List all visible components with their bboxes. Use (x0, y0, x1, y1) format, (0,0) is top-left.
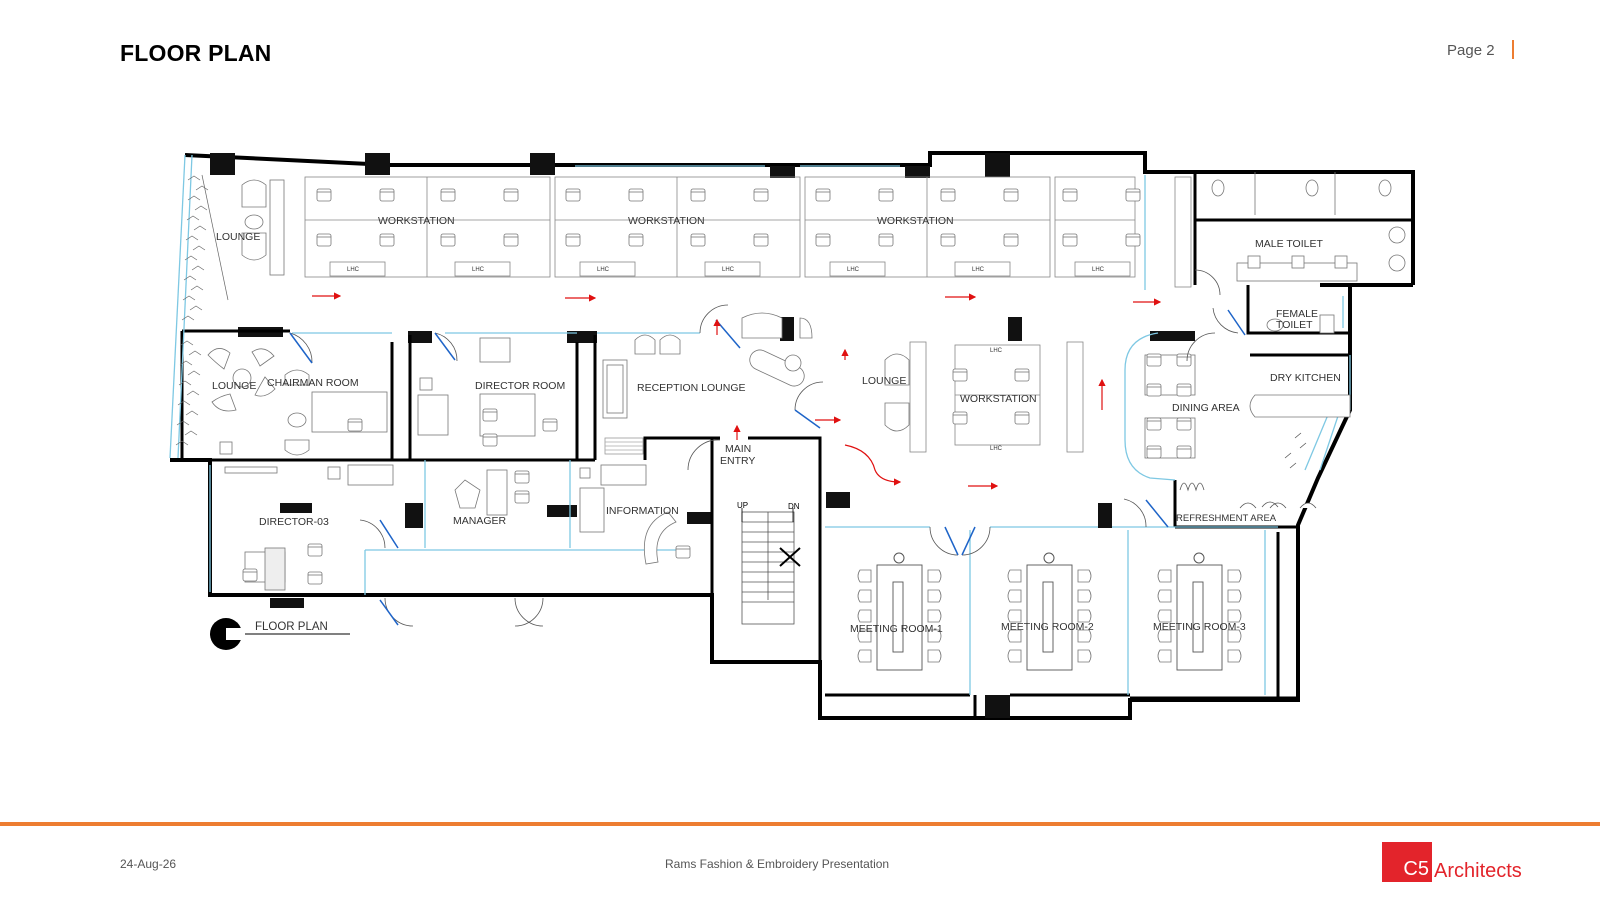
label-director-room: DIRECTOR ROOM (475, 380, 565, 392)
label-information: INFORMATION (606, 505, 679, 517)
label-female-toilet-2: TOILET (1276, 319, 1313, 331)
label-workstation-1: WORKSTATION (378, 215, 455, 227)
plan-caption: FLOOR PLAN (255, 621, 328, 633)
label-chairman-room: CHAIRMAN ROOM (267, 377, 359, 389)
label-lhc: LHC (847, 267, 860, 273)
label-lhc: LHC (1092, 267, 1105, 273)
circulation-arrows (312, 292, 1162, 490)
workstation-desks (304, 176, 1192, 453)
label-male-toilet: MALE TOILET (1255, 238, 1323, 250)
meeting-chairs (857, 552, 1242, 663)
label-workstation-2: WORKSTATION (628, 215, 705, 227)
label-lhc: LHC (990, 348, 1003, 354)
toilet-fixtures (1211, 172, 1406, 334)
label-dry-kitchen: DRY KITCHEN (1270, 372, 1341, 384)
dining-furniture (1144, 353, 1351, 509)
planter-strip (175, 174, 229, 446)
section-symbol (210, 618, 350, 650)
label-workstation-3: WORKSTATION (877, 215, 954, 227)
footer-divider (0, 822, 1600, 826)
label-stair-dn: DN (788, 502, 800, 511)
logo-mark: C5 (1382, 842, 1432, 882)
label-lhc: LHC (722, 267, 735, 273)
lounge-furniture (207, 179, 910, 456)
label-refreshment-area: REFRESHMENT AREA (1176, 513, 1277, 524)
exterior-walls (170, 151, 1415, 720)
label-main-entry-2: ENTRY (720, 455, 755, 467)
label-lhc: LHC (597, 267, 610, 273)
footer-date: 24-Aug-26 (120, 857, 177, 871)
company-logo: C5 Architects (1382, 842, 1522, 882)
staircase (741, 508, 801, 625)
label-meeting-room-1: MEETING ROOM-1 (850, 623, 943, 635)
page-separator (1512, 40, 1514, 59)
label-lhc: LHC (347, 267, 360, 273)
label-lhc: LHC (972, 267, 985, 273)
label-meeting-room-2: MEETING ROOM-2 (1001, 621, 1094, 633)
meeting-tables (876, 564, 1223, 671)
footer-presentation-title: Rams Fashion & Embroidery Presentation (665, 857, 890, 871)
label-lounge-center: LOUNGE (862, 375, 906, 387)
label-lhc: LHC (472, 267, 485, 273)
label-meeting-room-3: MEETING ROOM-3 (1153, 621, 1246, 633)
label-lounge-top: LOUNGE (216, 231, 260, 243)
interior-walls (170, 172, 1413, 718)
label-lhc: LHC (990, 446, 1003, 452)
logo-text: Architects (1434, 860, 1522, 882)
label-reception-lounge: RECEPTION LOUNGE (637, 382, 746, 394)
label-female-toilet-1: FEMALE (1276, 308, 1318, 320)
slide-title: FLOOR PLAN (120, 40, 272, 66)
office-furniture (224, 337, 691, 591)
page-number: Page 2 (1447, 42, 1495, 59)
label-dining-area: DINING AREA (1172, 402, 1240, 414)
label-director-03: DIRECTOR-03 (259, 516, 329, 528)
label-manager: MANAGER (453, 515, 507, 527)
label-stair-up: UP (737, 501, 748, 510)
label-workstation-4: WORKSTATION (960, 393, 1037, 405)
label-lounge-left: LOUNGE (212, 380, 256, 392)
label-main-entry-1: MAIN (725, 443, 751, 455)
